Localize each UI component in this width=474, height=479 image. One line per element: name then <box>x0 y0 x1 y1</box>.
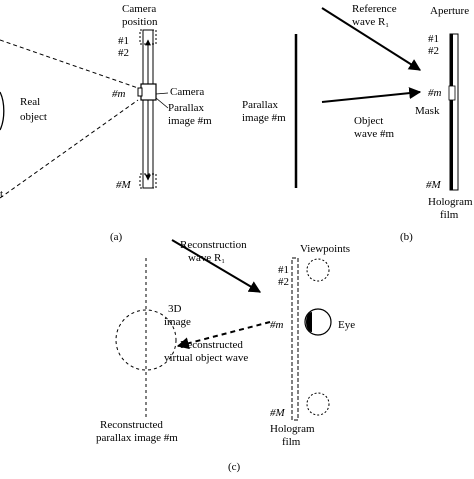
film-pos-1: #1 <box>428 33 439 45</box>
eye-label: Eye <box>338 319 355 331</box>
camera-position-label-2: position <box>122 16 158 28</box>
camera-pos-M: #M <box>116 179 132 191</box>
parallax-image-label-2: image #m <box>168 115 212 127</box>
hologram-film-c-label-1: Hologram <box>270 423 315 435</box>
view-pos-M: #M <box>270 407 286 419</box>
reference-wave-label-2: wave R₁ <box>352 16 389 28</box>
camera-pos-m: #m <box>112 88 126 100</box>
viewpoint-bottom <box>306 392 330 416</box>
aperture-label: Aperture <box>430 5 469 17</box>
hologram-film-c <box>291 257 299 421</box>
view-pos-m: #m <box>270 319 284 331</box>
object-wave-label-2: wave #m <box>354 128 394 140</box>
view-cone-top <box>0 39 139 89</box>
reconstruction-wave-label-1: Reconstruction <box>180 239 247 251</box>
reconstruction-wave-arrow <box>171 239 262 293</box>
reconstructed-parallax-label-2: parallax image #m <box>96 432 178 444</box>
camera-position-label-1: Camera <box>122 3 156 15</box>
film-pos-m: #m <box>428 87 442 99</box>
real-object-shape <box>0 91 5 131</box>
camera-label: Camera <box>170 86 204 98</box>
virtual-object-wave-arrow <box>176 321 271 350</box>
object-wave-label-1: Object <box>354 115 383 127</box>
viewpoint-top <box>306 258 330 282</box>
camera-icon <box>140 83 157 101</box>
real-object-label-2: object <box>20 111 47 123</box>
caption-c: (c) <box>228 461 241 473</box>
image-3d-label-2: image <box>164 316 191 328</box>
parallax-label-1: Parallax <box>242 99 279 111</box>
hologram-film-c-label-2: film <box>282 436 301 448</box>
film-pos-2: #2 <box>428 45 439 57</box>
camera-pos-2: #2 <box>118 47 129 59</box>
parallax-label-2: image #m <box>242 112 286 124</box>
hologram-film-label-1: Hologram <box>428 196 473 208</box>
image-3d-label-1: 3D <box>168 303 182 315</box>
image-3d-shape <box>115 309 177 371</box>
panel-c: Reconstruction wave R₁ Viewpoints #1 #2 … <box>96 239 355 473</box>
viewpoints-label: Viewpoints <box>300 243 350 255</box>
partial-label: t <box>0 188 3 200</box>
eye-pupil-icon <box>306 312 312 332</box>
view-pos-2: #2 <box>278 276 289 288</box>
reconstructed-wave-label-1: Reconstructed <box>180 339 243 351</box>
reference-wave-arrow <box>321 7 422 71</box>
film-pos-M: #M <box>426 179 442 191</box>
reconstructed-parallax-label-1: Reconstructed <box>100 419 163 431</box>
mask-strip <box>450 34 453 190</box>
object-wave-arrow <box>321 87 422 103</box>
panel-b: Reference wave R₁ Aperture #1 #2 #m Mask… <box>242 3 473 243</box>
reference-wave-label-1: Reference <box>352 3 397 15</box>
view-cone-bottom <box>0 99 139 199</box>
real-object-label-1: Real <box>20 96 40 108</box>
reconstruction-wave-label-2: wave R₁ <box>188 252 225 264</box>
camera-leader <box>155 92 169 95</box>
mask-label: Mask <box>415 105 440 117</box>
camera-pos-1: #1 <box>118 35 129 47</box>
aperture-opening <box>448 85 456 101</box>
caption-b: (b) <box>400 231 413 243</box>
parallax-leader <box>155 97 169 109</box>
view-pos-1: #1 <box>278 264 289 276</box>
caption-a: (a) <box>110 231 123 243</box>
hologram-film-label-2: film <box>440 209 459 221</box>
panel-a: Real object t Camera position #1 #2 #m #… <box>0 3 212 243</box>
reconstructed-wave-label-2: virtual object wave <box>164 352 248 364</box>
camera-lens-icon <box>137 87 143 97</box>
parallax-image-label-1: Parallax <box>168 102 205 114</box>
